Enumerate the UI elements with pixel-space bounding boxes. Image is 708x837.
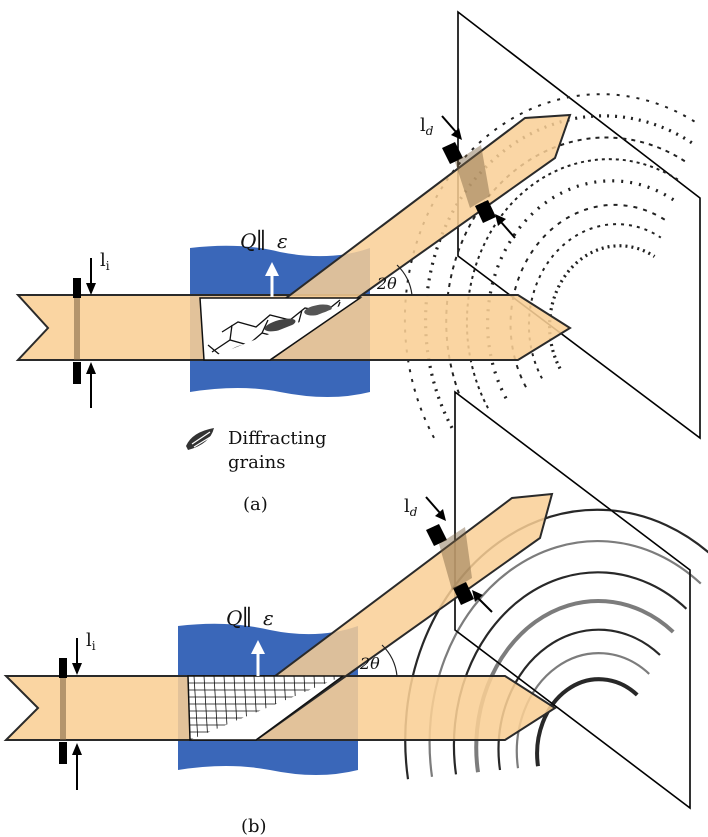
continuous-ring bbox=[515, 652, 650, 769]
strain-symbol-a: ε bbox=[277, 229, 288, 253]
diffracted-width-marker-a bbox=[441, 115, 516, 239]
diffracted-width-label-b: ld bbox=[404, 496, 418, 519]
diffracted-width-label-a: ld bbox=[420, 115, 434, 138]
diffracted-width-marker-b bbox=[425, 496, 493, 613]
angle-arc-a bbox=[396, 264, 413, 296]
angle-arc-b bbox=[381, 644, 398, 677]
continuous-ring bbox=[535, 677, 639, 767]
caption-b: (b) bbox=[241, 816, 267, 837]
incident-width-label-b: li bbox=[86, 630, 96, 653]
legend-line-1: Diffracting bbox=[228, 428, 327, 449]
incident-width-label-a: li bbox=[100, 250, 110, 273]
panel-b: Q ∥ ε 2θ li ld (b) bbox=[3, 390, 708, 837]
legend-line-2: grains bbox=[228, 452, 285, 473]
incident-width-marker-a bbox=[73, 258, 96, 408]
detector-screen-b bbox=[454, 390, 691, 810]
parallel-symbol-b: ∥ bbox=[242, 606, 252, 631]
q-vector-arrow-a bbox=[265, 262, 279, 297]
q-symbol-a: Q bbox=[240, 229, 256, 253]
angle-label-a: 2θ bbox=[376, 274, 397, 293]
q-symbol-b: Q bbox=[226, 606, 242, 630]
grain-legend-icon bbox=[186, 428, 214, 450]
panel-a: Q ∥ ε 2θ li ld bbox=[15, 10, 701, 515]
q-vector-arrow-b bbox=[251, 640, 265, 676]
incident-width-marker-b bbox=[59, 638, 82, 790]
caption-a: (a) bbox=[243, 494, 268, 515]
spotty-ring bbox=[403, 93, 700, 439]
parallel-symbol-a: ∥ bbox=[256, 229, 266, 254]
angle-label-b: 2θ bbox=[359, 654, 380, 673]
strain-symbol-b: ε bbox=[263, 606, 274, 630]
